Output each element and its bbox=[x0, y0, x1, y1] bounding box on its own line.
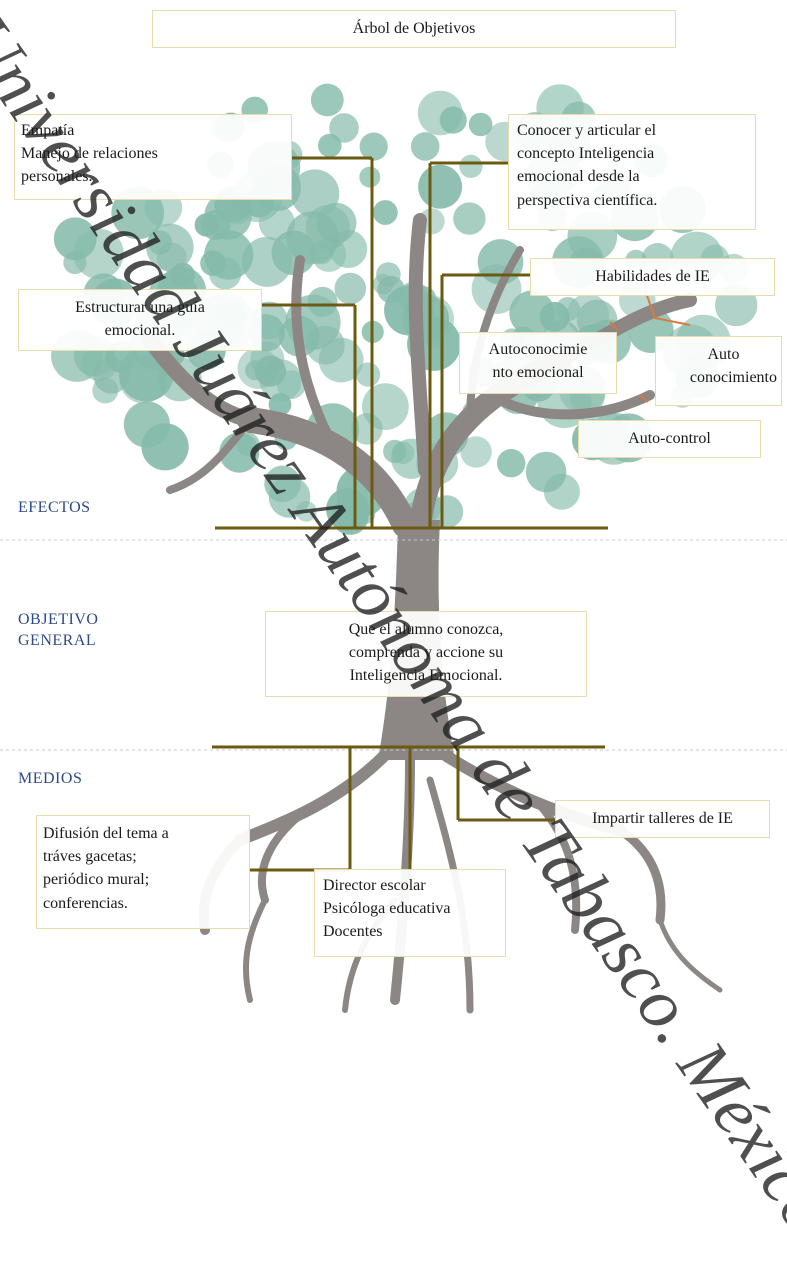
section-objetivo-line-2: GENERAL bbox=[18, 631, 97, 649]
box-conocer-line-2: concepto Inteligencia bbox=[517, 145, 655, 163]
box-estructurar-line-1: Estructurar una guía bbox=[75, 299, 205, 316]
box-difusion-line-1: Difusión del tema a bbox=[43, 825, 169, 842]
box-actores-line-2: Psicóloga educativa bbox=[323, 900, 451, 918]
foliage-blob bbox=[318, 133, 342, 158]
box-empatia-line-2: Manejo de relaciones bbox=[21, 145, 158, 163]
foliage-blob bbox=[331, 497, 369, 535]
foliage-blob bbox=[372, 200, 398, 225]
box-impartir-label: Impartir talleres de IE bbox=[592, 810, 733, 827]
foliage-blob bbox=[525, 451, 567, 493]
foliage-blob bbox=[377, 275, 405, 304]
foliage-blob bbox=[359, 166, 381, 188]
foliage-blob bbox=[318, 337, 364, 383]
foliage-blob bbox=[334, 272, 367, 305]
box-difusion-line-4: conferencias. bbox=[43, 894, 128, 912]
foliage-blob bbox=[453, 202, 486, 235]
foliage-blob bbox=[497, 449, 526, 478]
foliage-blob bbox=[241, 236, 293, 287]
box-estructurar-line-2: emocional. bbox=[104, 322, 176, 340]
tree-branches bbox=[142, 213, 697, 538]
box-empatia-line-1: Empatía bbox=[21, 122, 75, 139]
box-empatia-line-3: personales. bbox=[21, 168, 93, 186]
foliage-blob bbox=[123, 401, 170, 448]
box-difusion-line-3: periódico mural; bbox=[43, 871, 150, 889]
foliage-blob bbox=[539, 301, 570, 332]
box-conocer: Conocer y articular el concepto Intelige… bbox=[508, 114, 756, 230]
box-conocer-line-4: perspectiva científica. bbox=[517, 191, 658, 209]
box-objetivo-line-3: Inteligencia Emocional. bbox=[349, 667, 503, 685]
foliage-blob bbox=[417, 90, 463, 136]
box-actores-line-3: Docentes bbox=[323, 923, 383, 941]
foliage-blob bbox=[156, 242, 187, 273]
foliage-blob bbox=[296, 501, 317, 522]
box-objetivo-line-2: comprenda y accione su bbox=[348, 644, 504, 662]
box-estructurar: Estructurar una guía emocional. bbox=[18, 289, 262, 351]
box-actores-line-1: Director escolar bbox=[323, 877, 426, 894]
foliage-blob bbox=[359, 132, 388, 161]
foliage-blob bbox=[351, 413, 383, 445]
foliage-blob bbox=[356, 362, 381, 387]
box-objetivo-general: Que el alumno conozca, comprenda y accio… bbox=[265, 611, 587, 697]
section-label-medios: MEDIOS bbox=[18, 769, 82, 790]
foliage-blob bbox=[290, 169, 340, 218]
box-empatia: Empatía Manejo de relaciones personales. bbox=[14, 114, 292, 200]
foliage-blob bbox=[204, 230, 254, 280]
box-conocer-line-1: Conocer y articular el bbox=[517, 122, 657, 139]
foliage-blob bbox=[92, 377, 119, 404]
foliage-blob bbox=[418, 164, 463, 209]
section-medios-text: MEDIOS bbox=[18, 770, 83, 787]
foliage-blob bbox=[391, 441, 415, 465]
foliage-blob bbox=[460, 436, 492, 468]
box-auto-control-label: Auto-control bbox=[628, 430, 711, 447]
foliage-blob bbox=[264, 465, 301, 503]
foliage-blob bbox=[63, 250, 87, 275]
foliage-blob bbox=[329, 113, 359, 143]
foliage-blob bbox=[258, 204, 295, 241]
section-dividers bbox=[0, 539, 787, 751]
box-conocer-line-3: emocional desde la bbox=[517, 168, 640, 186]
section-label-efectos: EFECTOS bbox=[18, 498, 91, 519]
foliage-blob bbox=[119, 355, 168, 404]
box-autoconocimiento-emocional-line-1: Autoconocimie bbox=[488, 341, 588, 358]
foliage-blob bbox=[459, 154, 483, 178]
box-difusion-line-2: tráves gacetas; bbox=[43, 848, 137, 866]
box-habilidades-label: Habilidades de IE bbox=[595, 268, 710, 285]
foliage-blob bbox=[286, 211, 339, 265]
box-auto-conocimiento-line-1: Auto bbox=[707, 346, 740, 363]
section-efectos-text: EFECTOS bbox=[18, 499, 91, 516]
arrow-markers bbox=[609, 289, 691, 403]
box-auto-control: Auto-control bbox=[578, 420, 761, 458]
connector-lines bbox=[212, 156, 608, 880]
section-label-objetivo-general: OBJETIVO GENERAL bbox=[18, 610, 98, 652]
foliage-blob bbox=[259, 359, 302, 402]
box-auto-conocimiento: Auto conocimiento bbox=[655, 336, 782, 406]
foliage-blob bbox=[410, 132, 440, 161]
section-objetivo-line-1: OBJETIVO bbox=[18, 611, 99, 628]
box-autoconocimiento-emocional-line-2: nto emocional bbox=[492, 364, 584, 382]
title-box: Árbol de Objetivos bbox=[152, 10, 676, 48]
foliage-blob bbox=[477, 239, 524, 285]
box-auto-conocimiento-line-2: conocimiento bbox=[689, 369, 777, 387]
box-habilidades: Habilidades de IE bbox=[530, 258, 775, 296]
foliage-blob bbox=[310, 83, 344, 117]
box-autoconocimiento-emocional: Autoconocimie nto emocional bbox=[459, 332, 617, 394]
box-objetivo-line-1: Que el alumno conozca, bbox=[348, 621, 504, 638]
box-actores: Director escolar Psicóloga educativa Doc… bbox=[314, 869, 506, 957]
foliage-blob bbox=[468, 112, 493, 137]
diagram-title: Árbol de Objetivos bbox=[352, 20, 476, 37]
foliage-blob bbox=[53, 217, 97, 261]
box-difusion: Difusión del tema a tráves gacetas; peri… bbox=[36, 815, 250, 929]
box-impartir: Impartir talleres de IE bbox=[555, 800, 770, 838]
foliage-blob bbox=[194, 213, 218, 237]
foliage-blob bbox=[81, 345, 118, 382]
foliage-blob bbox=[430, 495, 464, 529]
